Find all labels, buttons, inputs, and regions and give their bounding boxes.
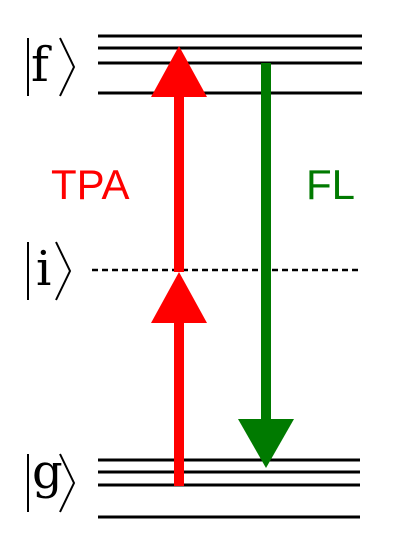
- ket-ground-symbol: g: [32, 444, 63, 500]
- ket-intermediate-symbol: i: [36, 241, 51, 297]
- arrow-up-icon: [151, 272, 207, 323]
- ket-intermediate: i: [27, 241, 72, 301]
- arrow-up-icon: [151, 46, 207, 97]
- tpa-upper-shaft: [174, 92, 184, 272]
- final-state-lines: [98, 34, 362, 95]
- fl-label: FL: [306, 161, 355, 208]
- ground-state-lines: [98, 458, 360, 519]
- ket-angle-icon: [59, 453, 76, 513]
- ket-final: f: [27, 37, 76, 97]
- tpa-label: TPA: [51, 161, 130, 208]
- ket-final-symbol: f: [31, 37, 52, 93]
- fl-arrow: [238, 63, 294, 468]
- tpa-arrows: [151, 46, 207, 486]
- fl-shaft: [261, 63, 271, 423]
- arrow-down-icon: [238, 419, 294, 468]
- ket-angle-icon: [59, 37, 76, 97]
- ket-ground: g: [27, 444, 76, 513]
- tpa-lower-shaft: [174, 318, 184, 486]
- ket-angle-icon: [55, 241, 72, 301]
